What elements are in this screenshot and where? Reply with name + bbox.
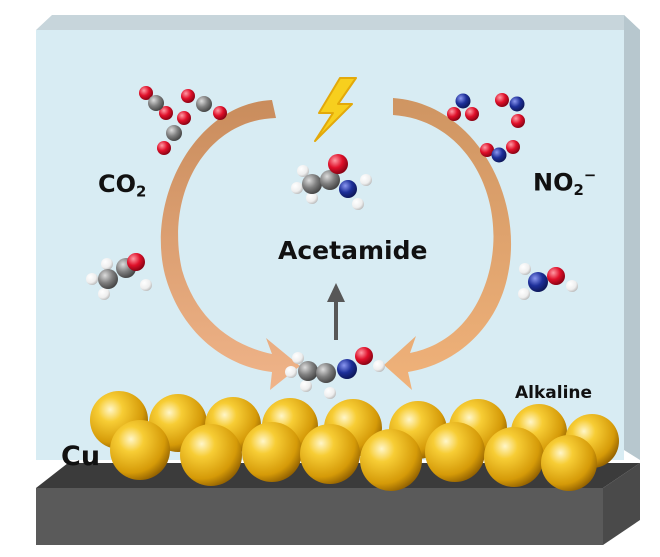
nitrite-molecule-atom-o (447, 107, 461, 121)
co2-molecule-atom-o (159, 106, 173, 120)
surface-intermediate-atom-h (373, 360, 385, 372)
nitrogen-intermediate-atom-h (566, 280, 578, 292)
surface-intermediate-atom-h (300, 380, 312, 392)
co2-molecule-atom-o (181, 89, 195, 103)
nitrite-molecule-atom-o (480, 143, 494, 157)
surface-intermediate-atom-o (355, 347, 373, 365)
surface-intermediate-atom-c (298, 361, 318, 381)
nitrogen-intermediate-atom-o (547, 267, 565, 285)
co2-molecule-atom-c (196, 96, 212, 112)
surface-intermediate-atom-n (337, 359, 357, 379)
co2-label: CO2 (98, 170, 147, 201)
nitrogen-intermediate-atom-h (518, 288, 530, 300)
alkaline-label: Alkaline (515, 383, 593, 403)
nitrite-molecule (480, 140, 520, 163)
up-arrow-icon (327, 283, 345, 302)
co2-molecule-atom-c (166, 125, 182, 141)
copper-nanoparticles (90, 391, 619, 491)
substrate-front (36, 488, 603, 545)
nitrite-molecule-atom-o (495, 93, 509, 107)
copper-label: Cu (61, 441, 101, 472)
nitrite-molecule-atom-n (491, 147, 507, 163)
surface-intermediate-atom-c (316, 363, 336, 383)
acetamide-molecule-atom-c (302, 174, 322, 194)
surface-intermediate-atom-h (285, 366, 297, 378)
box-side-face (624, 15, 640, 460)
acetamide-molecule-atom-h (306, 192, 318, 204)
nitrite-label: NO2− (533, 166, 597, 199)
acetamide-label: Acetamide (278, 236, 428, 265)
lightning-bolt-icon (314, 77, 357, 142)
copper-particle (541, 435, 597, 491)
nitrogen-intermediate-atom-n (528, 272, 548, 292)
acetamide-molecule-atom-n (339, 180, 357, 198)
nitrite-molecule (495, 93, 525, 128)
co2-molecule (139, 86, 173, 120)
acetamide-molecule-atom-c (320, 170, 340, 190)
carbon-intermediate-atom-h (98, 288, 110, 300)
carbon-intermediate-atom-h (86, 273, 98, 285)
co2-molecule-atom-o (177, 111, 191, 125)
substrate-side (603, 463, 640, 545)
right-curved-arrow (384, 98, 512, 390)
co2-molecule-atom-o (139, 86, 153, 100)
acetamide-molecule-atom-o (328, 154, 348, 174)
acetamide-molecule-atom-h (297, 165, 309, 177)
nitrite-molecule (447, 93, 479, 121)
carbon-intermediate (86, 253, 152, 300)
co2-molecule-atom-o (213, 106, 227, 120)
surface-intermediate (285, 347, 385, 399)
nitrite-molecule-atom-o (465, 107, 479, 121)
copper-particle (110, 420, 170, 480)
co2-molecule-atom-o (157, 141, 171, 155)
carbon-intermediate-atom-h (140, 279, 152, 291)
copper-particle (242, 422, 302, 482)
copper-particle (484, 427, 544, 487)
copper-particle (180, 424, 242, 486)
box-top-face (36, 15, 640, 30)
nitrite-molecule-atom-o (506, 140, 520, 154)
acetamide-molecule-atom-h (352, 198, 364, 210)
molecules-layer (86, 86, 578, 399)
copper-particle (360, 429, 422, 491)
nitrite-molecule-atom-n (455, 93, 471, 109)
acetamide-molecule (291, 154, 372, 210)
copper-particle (425, 422, 485, 482)
acetamide-molecule-atom-h (360, 174, 372, 186)
copper-particle (300, 424, 360, 484)
co2-molecule-atom-c (148, 95, 164, 111)
acetamide-molecule-atom-h (291, 182, 303, 194)
nitrogen-intermediate (518, 263, 578, 300)
carbon-intermediate-atom-h (101, 258, 113, 270)
surface-intermediate-atom-h (324, 387, 336, 399)
left-curved-arrow (160, 100, 300, 390)
co2-molecule (181, 89, 227, 120)
nitrogen-intermediate-atom-h (519, 263, 531, 275)
co2-molecule (157, 111, 191, 155)
surface-intermediate-atom-h (292, 352, 304, 364)
carbon-intermediate-atom-o (127, 253, 145, 271)
nitrite-molecule-atom-o (511, 114, 525, 128)
nitrite-molecule-atom-n (509, 96, 525, 112)
carbon-intermediate-atom-c (98, 269, 118, 289)
